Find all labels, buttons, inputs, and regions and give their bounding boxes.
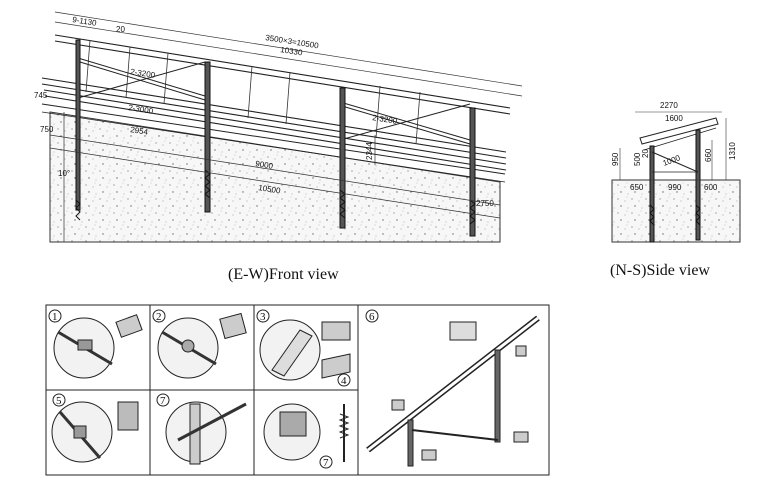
ground-block xyxy=(49,111,501,243)
panel-number-5: 5 xyxy=(56,395,62,407)
dim-745: 745 xyxy=(34,91,48,100)
detail-panel-7a: 7 xyxy=(156,393,247,465)
side-ground-block xyxy=(611,179,741,243)
side-panel xyxy=(639,117,719,145)
top-rails xyxy=(41,34,511,171)
front-view-caption: (E-W)Front view xyxy=(228,266,339,283)
side-dim-990: 990 xyxy=(668,183,682,192)
detail-panel-3: 3 4 xyxy=(256,309,351,387)
side-dim-500: 500 xyxy=(633,152,642,166)
dim-2-3000: 2-3000 xyxy=(128,103,155,116)
dim-2-3200-left: 2-3200 xyxy=(130,67,157,80)
panel-number-7a: 7 xyxy=(160,395,166,407)
detail-grid xyxy=(45,304,550,476)
side-dim-650: 650 xyxy=(630,183,644,192)
panel-number-4: 4 xyxy=(341,375,347,387)
cross-bracing xyxy=(77,57,471,145)
dim-10330: 10330 xyxy=(280,45,304,57)
front-view-drawing: 9-1130 20 3500×3=10500 10330 2-3200 745 … xyxy=(34,11,523,243)
dim-2344: 2344 xyxy=(365,142,374,160)
side-view-caption: (N-S)Side view xyxy=(610,262,710,279)
dim-20: 20 xyxy=(116,25,125,34)
side-dim-2270: 2270 xyxy=(660,101,678,110)
side-dim-600: 600 xyxy=(704,183,718,192)
dim-10500: 10500 xyxy=(258,183,282,195)
detail-panel-7b: 7 xyxy=(263,403,350,469)
panel-number-6: 6 xyxy=(369,311,375,323)
detail-panel-2: 2 xyxy=(152,309,247,379)
panel-number-2: 2 xyxy=(156,311,162,323)
dim-2750: 2750 xyxy=(476,199,494,208)
panel-number-7b: 7 xyxy=(323,457,329,469)
dim-2954: 2954 xyxy=(130,125,150,137)
side-dim-1310: 1310 xyxy=(728,142,737,160)
side-dim-1600: 1600 xyxy=(665,114,683,123)
dim-9-1130: 9-1130 xyxy=(72,15,98,28)
side-dim-20: 20 xyxy=(641,149,650,158)
screw-piles xyxy=(75,39,476,237)
panel-number-3: 3 xyxy=(260,311,266,323)
detail-panel-5: 5 xyxy=(51,393,139,463)
detail-panel-6: 6 xyxy=(365,309,540,467)
side-dim-660: 660 xyxy=(704,148,713,162)
side-view-drawing: 2270 1600 950 500 1000 660 1310 650 990 … xyxy=(611,101,741,243)
side-dim-950: 950 xyxy=(611,152,620,166)
dim-750: 750 xyxy=(40,125,54,134)
side-dim-1000: 1000 xyxy=(662,153,682,168)
detail-panel-1: 1 xyxy=(48,309,143,379)
dim-angle: 10° xyxy=(58,169,70,178)
dim-2-3200-right: 2-3200 xyxy=(372,113,399,126)
panel-number-1: 1 xyxy=(52,311,58,323)
dim-9000: 9000 xyxy=(255,159,275,171)
